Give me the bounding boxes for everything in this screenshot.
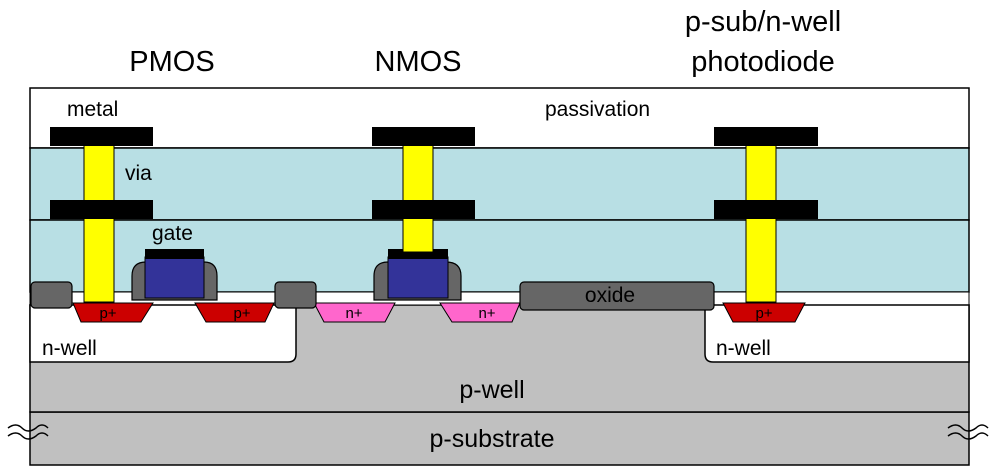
pmos-gate-contact xyxy=(145,249,204,259)
p-well-label: p-well xyxy=(459,376,524,404)
nmos-metal-1 xyxy=(372,200,475,219)
photodiode-metal-2 xyxy=(714,127,818,146)
passivation-layer xyxy=(29,87,970,149)
gate-label: gate xyxy=(152,222,193,245)
p-substrate-region xyxy=(29,411,970,466)
pmos-poly-gate xyxy=(144,256,205,299)
inter-metal-dielectric xyxy=(29,147,970,221)
photodiode-metal-1 xyxy=(714,200,818,219)
n-plus-diffusion-1 xyxy=(313,302,396,323)
nmos-metal-2 xyxy=(372,127,475,146)
nmos-header: NMOS xyxy=(375,46,462,78)
photodiode-header-line2: photodiode xyxy=(691,46,835,78)
metal-label: metal xyxy=(67,98,118,121)
field-oxide-middle xyxy=(274,281,317,309)
n-plus-diffusion-2 xyxy=(439,302,521,323)
oxide-label: oxide xyxy=(585,284,635,307)
p-plus-label-2: p+ xyxy=(233,305,250,322)
pmos-metal-1 xyxy=(50,200,153,219)
p-plus-diffusion-3 xyxy=(722,302,806,323)
p-plus-diffusion-1 xyxy=(72,302,154,323)
p-substrate-label: p-substrate xyxy=(429,425,554,453)
n-plus-label-2: n+ xyxy=(478,305,495,322)
nmos-poly-gate xyxy=(387,256,449,299)
field-oxide-left xyxy=(30,281,73,309)
passivation-label: passivation xyxy=(545,98,650,121)
n-well-right-label: n-well xyxy=(716,337,771,360)
nmos-gate-contact xyxy=(388,249,448,259)
pmos-metal-2 xyxy=(50,127,153,146)
via-label: via xyxy=(125,162,152,185)
pmos-header: PMOS xyxy=(129,46,214,78)
photodiode-header-line1: p-sub/n-well xyxy=(685,6,841,38)
nmos-via xyxy=(402,139,434,253)
right-break-marker xyxy=(947,424,989,440)
pmos-via xyxy=(83,139,115,303)
p-plus-label-1: p+ xyxy=(99,305,116,322)
p-plus-label-3: p+ xyxy=(755,305,772,322)
p-plus-diffusion-2 xyxy=(194,302,275,323)
field-oxide-right xyxy=(519,281,715,311)
n-plus-label-1: n+ xyxy=(345,305,362,322)
photodiode-via xyxy=(745,139,777,303)
left-break-marker xyxy=(7,424,49,440)
n-well-left-label: n-well xyxy=(42,337,97,360)
